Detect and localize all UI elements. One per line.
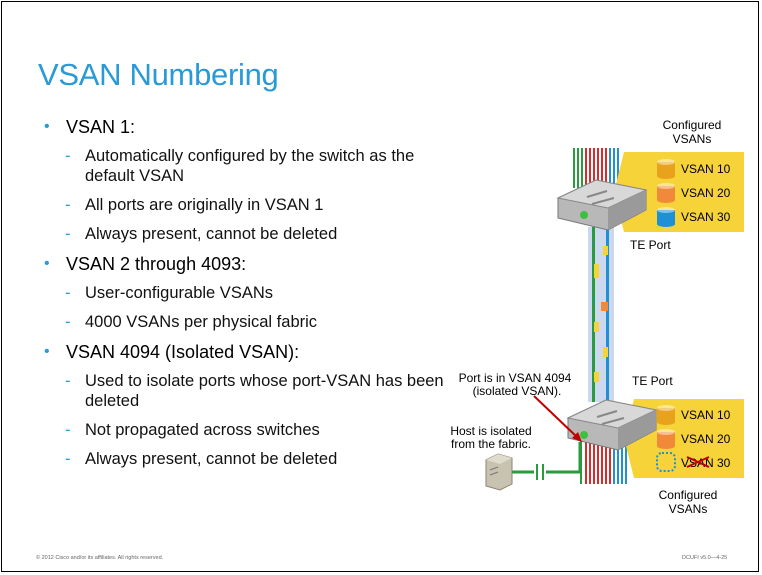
vsan-label: VSAN 10: [681, 162, 731, 176]
te-port-bottom-label: TE Port: [632, 374, 673, 388]
vsan-label: VSAN 10: [681, 408, 731, 422]
vsan-item: VSAN 10: [657, 405, 731, 425]
host-server-icon: [485, 453, 513, 491]
trunk-link: [588, 227, 614, 402]
vsan-cylinder-icon: [657, 183, 675, 203]
bullet-vsan1: VSAN 1:: [40, 116, 460, 138]
sub-bullet: -4000 VSANs per physical fabric: [65, 313, 318, 331]
top-vsan-panel: [614, 152, 744, 232]
sub-bullet: -Not propagated across switches: [65, 421, 320, 439]
vsan-item: VSAN 20: [657, 429, 731, 449]
bottom-switch: [566, 399, 658, 451]
isolated-host-link: [512, 442, 582, 480]
sub-bullet: -Used to isolate ports whose port-VSAN h…: [65, 372, 444, 410]
top-switch: [556, 179, 648, 231]
configured-vsans-top-line2: VSANs: [673, 132, 712, 146]
sub-bullet: -Always present, cannot be deleted: [65, 225, 338, 243]
vsan-item: VSAN 30: [656, 452, 731, 472]
vsan-label: VSAN 20: [681, 432, 731, 446]
slide-title: VSAN Numbering: [38, 57, 279, 92]
vsan-item: VSAN 10: [657, 159, 731, 179]
vsan-label: VSAN 20: [681, 186, 731, 200]
vsan-item: VSAN 30: [657, 207, 731, 227]
top-switch-cables: [573, 148, 619, 188]
port-note-arrow: [533, 395, 582, 442]
sub-bullet: -Automatically configured by the switch …: [65, 147, 415, 185]
configured-vsans-bottom-line2: VSANs: [669, 502, 708, 516]
delete-cross-icon: [686, 456, 710, 468]
te-port-top-label: TE Port: [630, 238, 671, 252]
sub-bullet: -Always present, cannot be deleted: [65, 450, 338, 468]
host-note-line1: Host is isolated: [450, 424, 531, 438]
vsan-cylinder-icon: [657, 429, 675, 449]
deleted-vsan-icon: [656, 452, 676, 472]
vsan-item: VSAN 20: [657, 183, 731, 203]
footer-course-code: DCUFI v5.0—4-25: [682, 555, 728, 561]
sub-bullet: -All ports are originally in VSAN 1: [65, 196, 324, 214]
vsan-cylinder-icon: [657, 159, 675, 179]
configured-vsans-top-line1: Configured: [663, 118, 722, 132]
bullet-list: VSAN 1: -Automatically configured by the…: [40, 116, 460, 478]
bullet-vsan4094: VSAN 4094 (Isolated VSAN):: [40, 341, 460, 363]
host-note-line2: from the fabric.: [451, 437, 531, 451]
footer-copyright: © 2012 Cisco and/or its affiliates. All …: [36, 555, 164, 561]
vsan-cylinder-icon: [657, 207, 675, 227]
port-note-line1: Port is in VSAN 4094: [459, 371, 572, 385]
vsan-label: VSAN 30: [681, 210, 731, 224]
bullet-vsan2-4093: VSAN 2 through 4093:: [40, 253, 460, 275]
sub-bullet: -User-configurable VSANs: [65, 284, 273, 302]
bottom-vsan-list: VSAN 10 VSAN 20 VSAN 30: [656, 405, 731, 472]
port-note-line2: (isolated VSAN).: [473, 384, 562, 398]
vsan-cylinder-icon: [657, 405, 675, 425]
top-vsan-list: VSAN 10 VSAN 20 VSAN 30: [657, 159, 731, 227]
bottom-switch-cables: [580, 432, 627, 484]
configured-vsans-bottom-line1: Configured: [659, 488, 718, 502]
